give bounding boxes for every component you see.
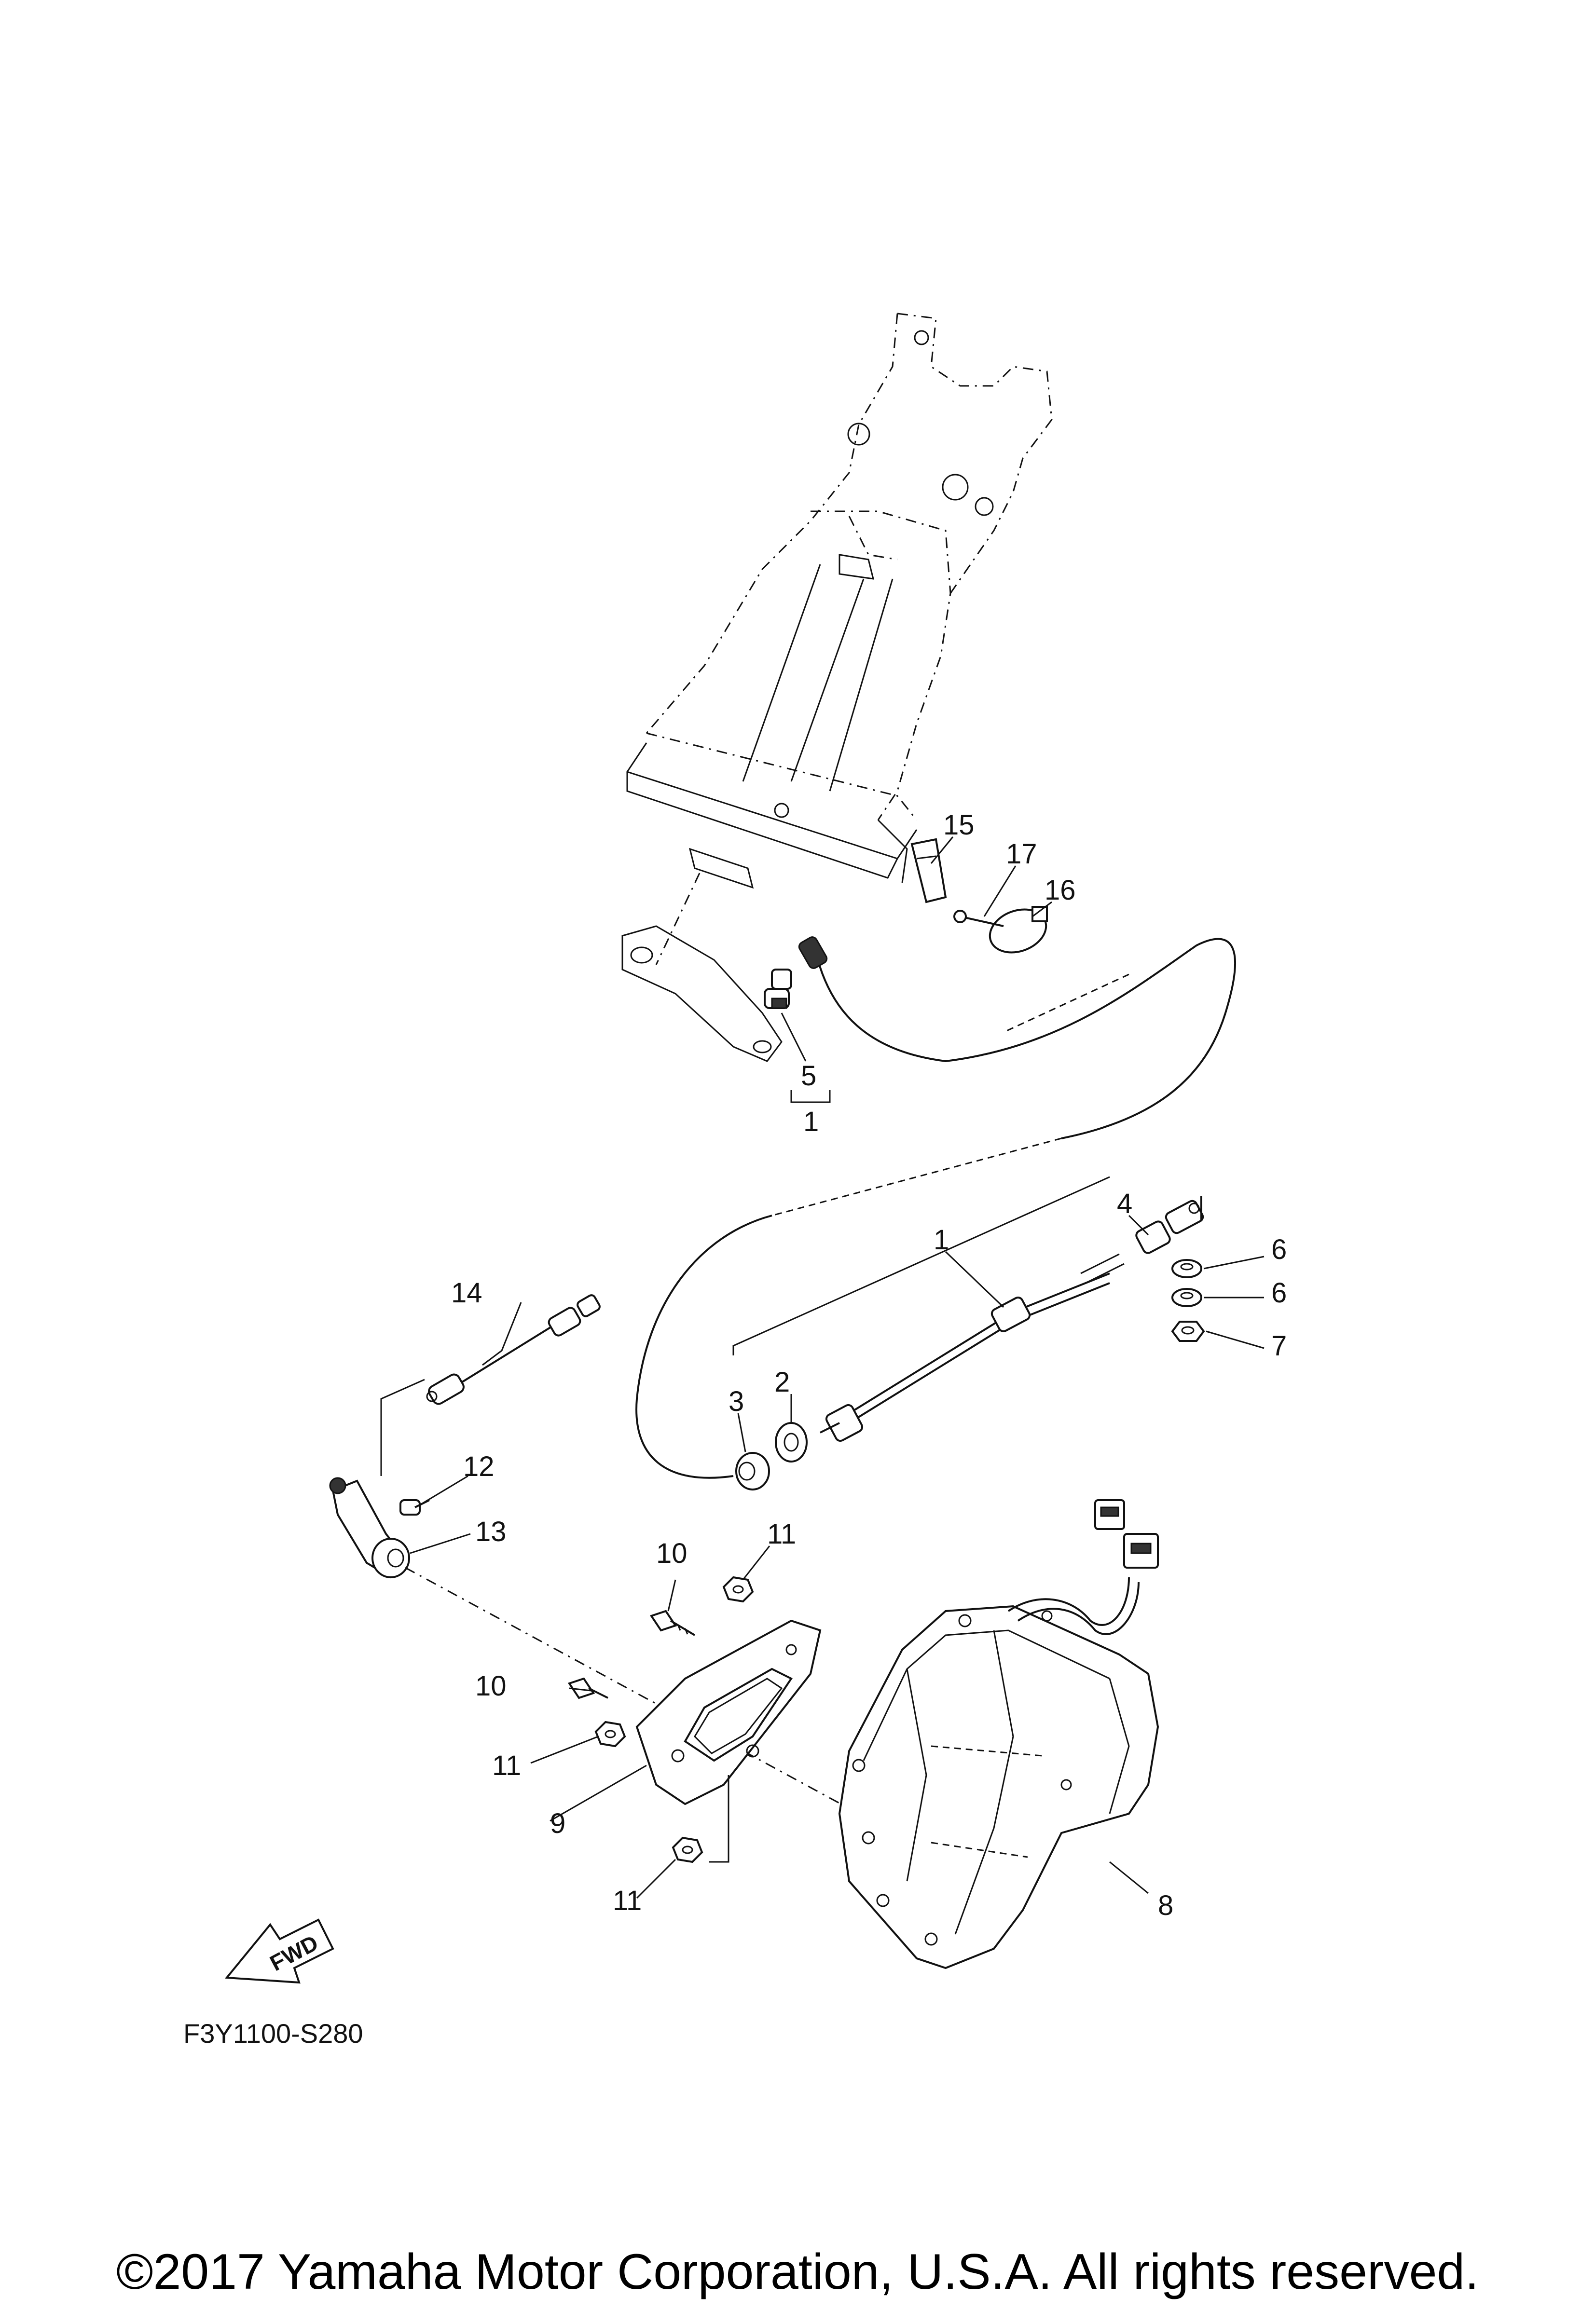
throttle-cable	[635, 938, 1236, 1479]
fwd-arrow-icon: FWD	[224, 1918, 334, 1984]
nut-11-left	[594, 1721, 626, 1748]
bolt-bracket-lines	[709, 1775, 729, 1863]
callout-6a: 6	[1271, 1234, 1287, 1265]
actuator-housing-8	[838, 1605, 1159, 1969]
callout-11-left: 11	[492, 1750, 521, 1781]
sensor-rod-14	[426, 1294, 601, 1405]
plate-9	[635, 1619, 822, 1805]
cable-adjuster	[820, 1253, 1125, 1442]
callout-3: 3	[729, 1386, 744, 1417]
nut-11-lower	[672, 1836, 703, 1863]
grommet-3	[735, 1452, 770, 1490]
callout-2: 2	[774, 1367, 790, 1398]
callout-15: 15	[943, 809, 975, 841]
callout-13: 13	[475, 1516, 507, 1547]
cable-end-fitting	[764, 936, 828, 1009]
leader-lines	[410, 836, 1265, 1899]
nut-7	[1171, 1321, 1205, 1342]
callout-1-top: 1	[803, 1106, 819, 1137]
callout-labels: 15 17 16 5 1 4 1 2 3 6 6 7 14 12 13 10 1…	[451, 809, 1287, 1921]
callout-5: 5	[801, 1060, 816, 1092]
callout-12: 12	[463, 1451, 495, 1482]
washer-6a	[1171, 1259, 1202, 1278]
bolt-10-upper	[649, 1610, 696, 1636]
callout-4: 4	[1117, 1188, 1132, 1219]
callout-1-mid: 1	[934, 1224, 949, 1256]
nut-11-upper	[722, 1576, 754, 1603]
wire-harness-connector	[1007, 1499, 1159, 1635]
callout-8: 8	[1158, 1890, 1173, 1921]
callout-14: 14	[451, 1277, 482, 1309]
callout-9: 9	[550, 1808, 565, 1839]
callout-6b: 6	[1271, 1277, 1287, 1309]
callout-7: 7	[1271, 1330, 1287, 1362]
steering-frame-outline	[626, 313, 1053, 889]
callout-11-lower: 11	[613, 1885, 642, 1916]
screw-17	[953, 910, 1004, 927]
lower-bracket	[621, 873, 783, 1062]
callout-11-upper: 11	[767, 1518, 796, 1550]
shaft-axis	[405, 1567, 859, 1815]
callout-10-left: 10	[475, 1670, 507, 1702]
cable-joint	[1135, 1196, 1204, 1254]
copyright-notice: ©2017 Yamaha Motor Corporation, U.S.A. A…	[116, 2244, 1479, 2300]
lever-13	[329, 1379, 425, 1579]
clip-15	[910, 838, 947, 903]
callout-17: 17	[1006, 838, 1037, 870]
washer-6b	[1171, 1288, 1202, 1307]
band-16	[989, 906, 1048, 954]
figure-code: F3Y1100-S280	[183, 2018, 363, 2049]
bolt-10-left	[567, 1677, 608, 1699]
callout-16: 16	[1045, 875, 1076, 906]
callout-10-upper: 10	[656, 1538, 688, 1569]
washer-2	[775, 1422, 808, 1463]
